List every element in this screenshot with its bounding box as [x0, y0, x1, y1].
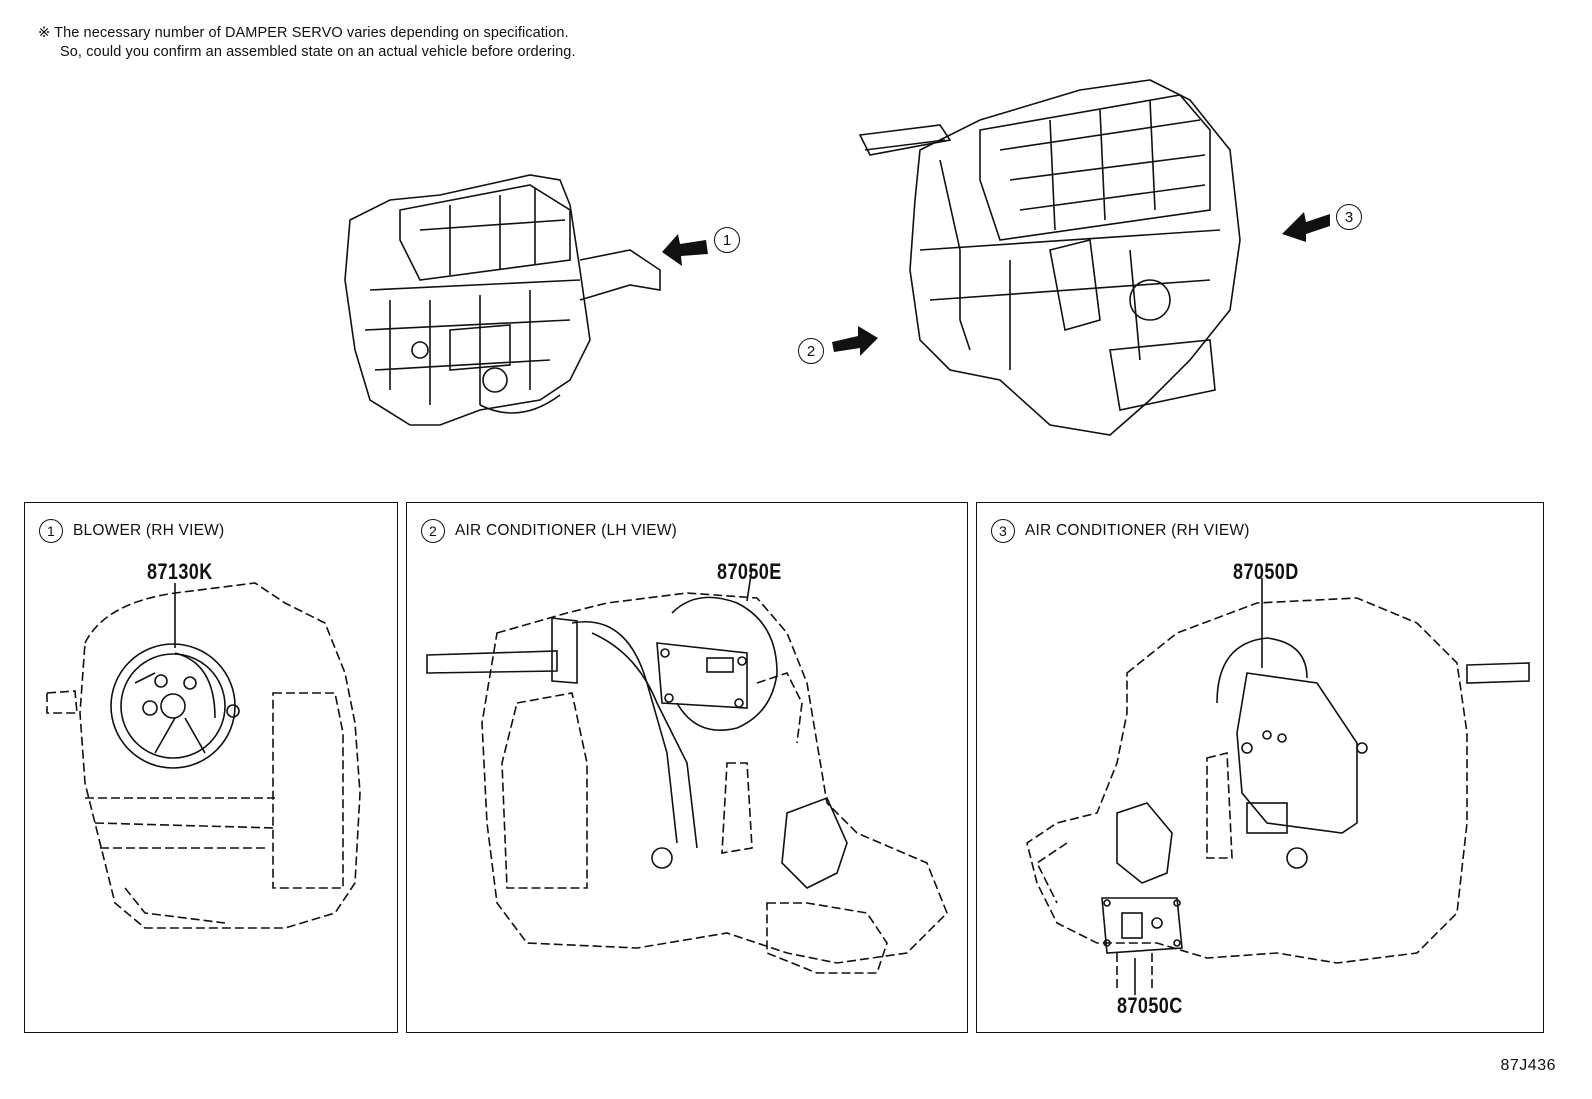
panel-2-title: AIR CONDITIONER (LH VIEW) — [455, 522, 678, 539]
blower-unit-illustration — [344, 174, 661, 426]
note-line-1: ※ The necessary number of DAMPER SERVO v… — [38, 25, 569, 41]
air-conditioner-rh-view-drawing — [1026, 578, 1530, 995]
panel-blower-rh-view: 1 BLOWER (RH VIEW) 87130K — [24, 502, 398, 1033]
callout-1: 1 — [714, 227, 740, 253]
figure-code: 87J436 — [1500, 1057, 1556, 1074]
panel-2-heading: 2 AIR CONDITIONER (LH VIEW) — [421, 519, 677, 543]
part-number-87050E: 87050E — [717, 559, 782, 584]
panel-3-title: AIR CONDITIONER (RH VIEW) — [1025, 522, 1250, 539]
blower-rh-view-drawing — [46, 582, 361, 929]
panel-1-title: BLOWER (RH VIEW) — [73, 522, 225, 539]
panel-1-heading: 1 BLOWER (RH VIEW) — [39, 519, 224, 543]
specification-note: ※ The necessary number of DAMPER SERVO v… — [38, 24, 576, 62]
panel-1-number: 1 — [39, 519, 63, 543]
air-conditioner-lh-view-drawing — [426, 567, 948, 974]
panel-3-heading: 3 AIR CONDITIONER (RH VIEW) — [991, 519, 1250, 543]
air-conditioner-unit-illustration — [858, 79, 1241, 436]
panel-2-number: 2 — [421, 519, 445, 543]
panel-air-conditioner-lh-view: 2 AIR CONDITIONER (LH VIEW) 87050E — [406, 502, 968, 1033]
note-line-2: So, could you confirm an assembled state… — [60, 44, 576, 60]
panel-3-number: 3 — [991, 519, 1015, 543]
part-number-87130K: 87130K — [147, 559, 213, 584]
callout-3: 3 — [1336, 204, 1362, 230]
part-number-87050D: 87050D — [1233, 559, 1299, 584]
arrow-3-icon — [1282, 212, 1330, 242]
callout-2: 2 — [798, 338, 824, 364]
part-number-87050C: 87050C — [1117, 993, 1183, 1018]
arrow-1-icon — [662, 234, 708, 266]
arrow-2-icon — [832, 326, 878, 356]
panel-air-conditioner-rh-view: 3 AIR CONDITIONER (RH VIEW) 87050D 87050… — [976, 502, 1544, 1033]
